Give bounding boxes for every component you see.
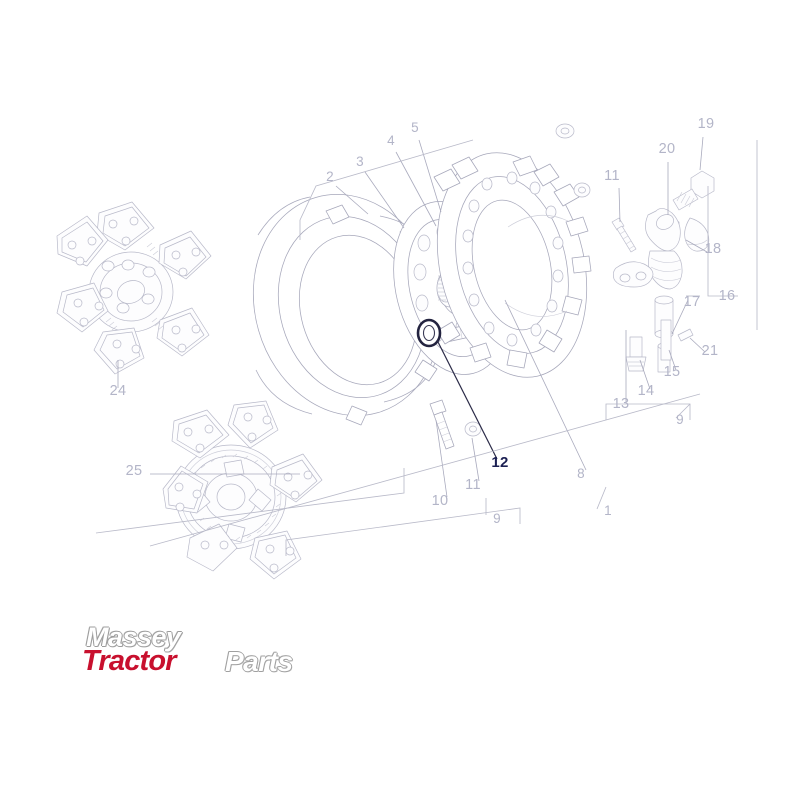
massey-tractor-parts-logo: Massey Tractor Parts bbox=[82, 622, 312, 684]
callout-19: 19 bbox=[698, 116, 715, 132]
group-brackets bbox=[95, 139, 758, 556]
callout-18: 18 bbox=[705, 241, 722, 257]
part-25-damper-hub bbox=[162, 400, 323, 580]
callout-8: 8 bbox=[577, 466, 585, 481]
callout-9: 9 bbox=[676, 412, 684, 427]
part-21-roll-pin bbox=[677, 328, 694, 342]
callout-24: 24 bbox=[110, 383, 127, 399]
part-nut-mid bbox=[573, 182, 591, 198]
part-5-pressure-plate bbox=[433, 152, 592, 378]
callout-2: 2 bbox=[326, 169, 334, 184]
callout-15: 15 bbox=[664, 364, 681, 380]
callout-9: 9 bbox=[493, 511, 501, 526]
callout-20: 20 bbox=[659, 141, 676, 157]
part-12-bearing-seal-ring bbox=[416, 318, 442, 348]
callout-1: 1 bbox=[604, 503, 612, 518]
part-11-stud-center bbox=[464, 421, 482, 437]
callout-21: 21 bbox=[702, 343, 719, 359]
logo-word-tractor: Tractor bbox=[82, 645, 177, 677]
part-2-flywheel-ring bbox=[252, 194, 442, 426]
logo-word-massey: Massey bbox=[86, 622, 181, 652]
callout-12: 12 bbox=[491, 454, 508, 471]
part-nut-top bbox=[555, 123, 575, 139]
part-16-release-lever bbox=[645, 208, 683, 290]
callout-11: 11 bbox=[604, 168, 620, 184]
callout-11: 11 bbox=[465, 477, 481, 493]
part-14-shoulder-bolt bbox=[625, 336, 647, 372]
part-10-bolt bbox=[429, 399, 455, 450]
logo-word-parts: Parts bbox=[225, 646, 293, 677]
callout-13: 13 bbox=[613, 396, 630, 412]
callout-14: 14 bbox=[638, 383, 655, 399]
callout-25: 25 bbox=[126, 463, 143, 479]
part-24-clutch-disc bbox=[56, 201, 212, 375]
callout-17: 17 bbox=[684, 294, 701, 310]
leader-lines bbox=[117, 136, 708, 498]
callout-3: 3 bbox=[356, 154, 364, 169]
part-16-link-arm bbox=[612, 261, 654, 288]
callout-4: 4 bbox=[387, 133, 395, 148]
callout-5: 5 bbox=[411, 120, 419, 135]
part-11-screw-right bbox=[611, 217, 637, 253]
callout-16: 16 bbox=[719, 288, 736, 304]
part-15-spacer-sleeve bbox=[660, 319, 672, 361]
callout-10: 10 bbox=[432, 493, 449, 509]
